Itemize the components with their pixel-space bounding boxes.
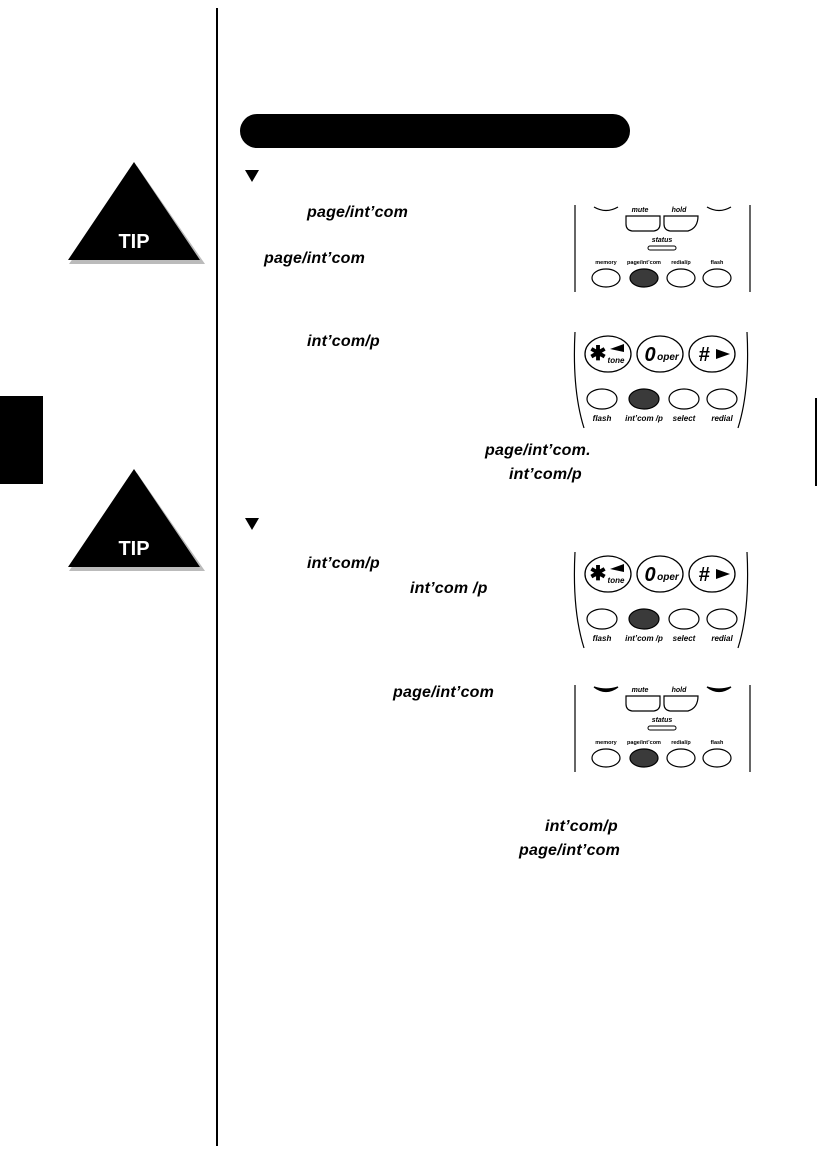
section-header-bar <box>240 114 630 148</box>
pound-key-glyph: # <box>698 344 710 366</box>
pound-key <box>688 335 736 373</box>
flash-label: flash <box>711 740 724 746</box>
flash-label: flash <box>711 260 724 266</box>
redial-p-button <box>666 748 696 768</box>
intcom-p-label: int’com /p <box>625 634 663 643</box>
handset-keypad-illustration: ✱ tone 0 oper # flash int’com /p select … <box>573 551 749 649</box>
oper-label: oper <box>657 572 680 583</box>
oper-label: oper <box>657 352 680 363</box>
zero-oper-key <box>636 555 684 593</box>
hold-button <box>663 695 699 712</box>
zero-key-glyph: 0 <box>644 344 655 366</box>
chapter-tab <box>0 396 43 484</box>
keyword-page-intcom: page/int’com <box>307 204 409 221</box>
keyword-intcom-p: int’com/p <box>509 466 582 483</box>
play-arrow-icon <box>716 349 730 359</box>
redial-p-label: redial/p <box>671 740 691 746</box>
keyword-intcom-p: int’com /p <box>410 580 488 597</box>
tip-icon: TIP <box>68 469 205 571</box>
intcom-p-label: int’com /p <box>625 414 663 423</box>
page-intcom-button-highlighted <box>629 268 659 288</box>
tone-arrow-icon <box>610 564 624 572</box>
redial-p-label: redial/p <box>671 260 691 266</box>
section-marker-icon <box>245 518 259 530</box>
flash-label: flash <box>593 414 612 423</box>
tip-icon: TIP <box>68 162 205 264</box>
star-key-glyph: ✱ <box>590 563 607 585</box>
intcom-p-button-highlighted <box>628 608 660 630</box>
tip-label: TIP <box>118 231 149 253</box>
hold-label: hold <box>672 687 687 694</box>
flash-button <box>702 268 732 288</box>
redial-button <box>706 608 738 630</box>
keyword-intcom-p: int’com/p <box>545 818 618 835</box>
keyword-page-intcom: page/int’com <box>264 250 366 267</box>
status-label: status <box>652 237 673 244</box>
intcom-p-button-highlighted <box>628 388 660 410</box>
section-marker-icon <box>245 170 259 182</box>
redial-label: redial <box>711 634 733 643</box>
keyword-page-intcom: page/int’com <box>519 842 621 859</box>
status-label: status <box>652 717 673 724</box>
page-intcom-label: page/int’com <box>627 740 661 746</box>
zero-oper-key <box>636 335 684 373</box>
keyword-intcom-p: int’com/p <box>307 333 380 350</box>
hold-button <box>663 215 699 232</box>
redial-button <box>706 388 738 410</box>
keyword-page-intcom: page/int’com. <box>485 442 591 459</box>
pound-key <box>688 555 736 593</box>
base-keypad-illustration: mute hold status memory page/int’com red… <box>574 205 751 292</box>
redial-label: redial <box>711 414 733 423</box>
star-tone-key <box>584 555 632 593</box>
handset-keypad-illustration: ✱ tone 0 oper # flash int’com /p select … <box>573 331 749 429</box>
page-intcom-button-highlighted <box>629 748 659 768</box>
star-key-glyph: ✱ <box>590 343 607 365</box>
mute-button <box>625 215 661 232</box>
zero-key-glyph: 0 <box>644 564 655 586</box>
flash-button <box>586 608 618 630</box>
flash-button <box>586 388 618 410</box>
select-label: select <box>673 414 696 423</box>
star-tone-key <box>584 335 632 373</box>
play-arrow-icon <box>716 569 730 579</box>
memory-label: memory <box>595 260 617 266</box>
mute-label: mute <box>632 687 649 694</box>
tip-label: TIP <box>118 538 149 560</box>
mute-button <box>625 695 661 712</box>
keyword-intcom-p: int’com/p <box>307 555 380 572</box>
memory-button <box>591 268 621 288</box>
tone-label: tone <box>608 356 625 365</box>
edge-mark <box>815 398 817 486</box>
tone-label: tone <box>608 576 625 585</box>
flash-button <box>702 748 732 768</box>
redial-p-button <box>666 268 696 288</box>
tone-arrow-icon <box>610 344 624 352</box>
status-light <box>647 725 677 731</box>
select-label: select <box>673 634 696 643</box>
margin-divider-line <box>216 8 218 1146</box>
base-keypad-illustration: mute hold status memory page/int’com red… <box>574 685 751 772</box>
flash-label: flash <box>593 634 612 643</box>
hold-label: hold <box>672 207 687 214</box>
pound-key-glyph: # <box>698 564 710 586</box>
select-button <box>668 608 700 630</box>
select-button <box>668 388 700 410</box>
keyword-page-intcom: page/int’com <box>393 684 495 701</box>
page-intcom-label: page/int’com <box>627 260 661 266</box>
mute-label: mute <box>632 207 649 214</box>
memory-label: memory <box>595 740 617 746</box>
memory-button <box>591 748 621 768</box>
status-light <box>647 245 677 251</box>
